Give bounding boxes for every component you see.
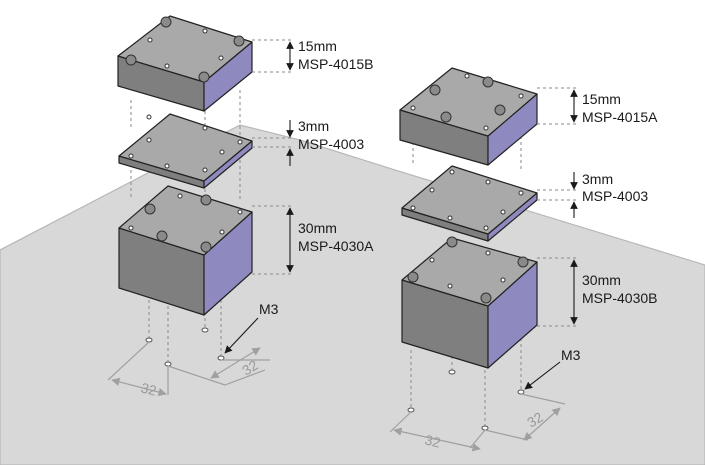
left-bottom-block (118, 185, 253, 316)
left-m3-label: M3 (259, 301, 279, 317)
right-bottom-block (401, 236, 538, 369)
right-stack (389, 67, 578, 452)
right-m3-arrow (524, 361, 561, 390)
right-bottom-size-label: 30mm (582, 272, 621, 288)
right-dim-a-label: 32 (423, 431, 442, 450)
left-stack (107, 15, 294, 397)
right-spacer-size-label: 3mm (582, 171, 613, 187)
right-top-size-label: 15mm (582, 91, 621, 107)
left-top-size-label: 15mm (298, 38, 337, 54)
left-base-dimensions (107, 341, 270, 397)
right-m3-label: M3 (561, 347, 581, 363)
left-dim-a-label: 32 (139, 379, 158, 398)
left-spacer-part-label: MSP-4003 (298, 136, 364, 152)
left-dimension-leaders (252, 39, 294, 275)
left-spacer-plate (118, 113, 253, 189)
right-base-dimensions (389, 393, 566, 452)
left-bottom-size-label: 30mm (298, 220, 337, 236)
left-top-part-label: MSP-4015B (298, 56, 373, 72)
right-top-block (399, 67, 538, 166)
left-top-block (117, 15, 253, 112)
right-spacer-plate (401, 165, 538, 242)
left-spacer-size-label: 3mm (298, 118, 329, 134)
right-spacer-part-label: MSP-4003 (582, 188, 648, 204)
left-m3-arrow (224, 317, 259, 354)
right-dim-b-label: 32 (524, 409, 546, 431)
right-dimension-leaders (537, 87, 578, 327)
right-top-part-label: MSP-4015A (582, 109, 658, 125)
right-bottom-part-label: MSP-4030B (582, 290, 657, 306)
left-dim-b-label: 32 (239, 357, 261, 379)
left-bottom-part-label: MSP-4030A (298, 238, 374, 254)
